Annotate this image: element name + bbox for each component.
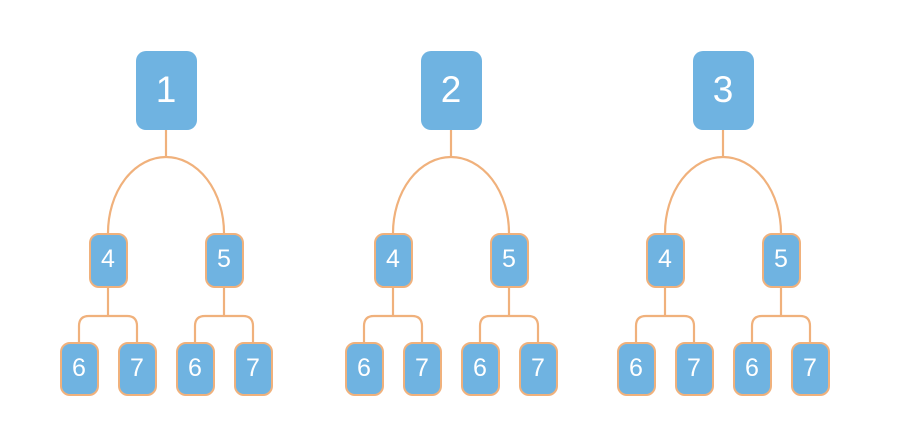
right-leaf-bracket xyxy=(478,314,540,342)
tree-3-leaf-2-node: 7 xyxy=(674,342,714,396)
tree-2-connectors xyxy=(362,130,540,342)
tree-2-leaf-1-node: 6 xyxy=(344,342,384,396)
left-leaf-bracket xyxy=(362,314,424,342)
node-label: 7 xyxy=(803,353,817,382)
node-label: 6 xyxy=(745,353,759,382)
tree-1-root-node: 1 xyxy=(135,51,197,130)
tree-3-branch-left-node: 4 xyxy=(645,233,685,288)
node-label: 2 xyxy=(440,69,462,110)
tree-1-connectors xyxy=(77,130,255,342)
node-label: 7 xyxy=(415,353,429,382)
tree-1-branch-left-node: 4 xyxy=(88,233,128,288)
tree-3-leaf-3-node: 6 xyxy=(732,342,772,396)
right-leaf-bracket xyxy=(750,314,812,342)
node-label: 4 xyxy=(658,245,672,273)
right-leaf-bracket xyxy=(193,314,255,342)
tree-2-branch-left-node: 4 xyxy=(373,233,413,288)
tree-1-branch-right-node: 5 xyxy=(204,233,244,288)
node-label: 7 xyxy=(687,353,701,382)
node-label: 7 xyxy=(130,353,144,382)
root-branch-arch xyxy=(106,155,226,234)
left-leaf-bracket xyxy=(77,314,139,342)
node-label: 5 xyxy=(774,245,788,273)
node-label: 5 xyxy=(217,245,231,273)
tree-3: 3 4 5 6 7 6 7 xyxy=(616,0,830,421)
tree-2-leaf-4-node: 7 xyxy=(518,342,558,396)
tree-1-leaf-3-node: 6 xyxy=(175,342,215,396)
tree-3-leaf-4-node: 7 xyxy=(790,342,830,396)
node-label: 4 xyxy=(101,245,115,273)
node-label: 6 xyxy=(188,353,202,382)
node-label: 6 xyxy=(629,353,643,382)
node-label: 6 xyxy=(473,353,487,382)
tree-3-root-node: 3 xyxy=(692,51,754,130)
tree-2-leaf-3-node: 6 xyxy=(460,342,500,396)
tree-3-branch-right-node: 5 xyxy=(761,233,801,288)
left-leaf-bracket xyxy=(634,314,696,342)
tree-3-leaf-1-node: 6 xyxy=(616,342,656,396)
tree-1-leaf-1-node: 6 xyxy=(59,342,99,396)
node-label: 1 xyxy=(155,69,177,110)
tree-2-root-node: 2 xyxy=(420,51,482,130)
tree-3-connectors xyxy=(634,130,812,342)
node-label: 6 xyxy=(72,353,86,382)
tree-1-leaf-2-node: 7 xyxy=(117,342,157,396)
tree-1-leaf-4-node: 7 xyxy=(233,342,273,396)
root-branch-arch xyxy=(663,155,783,234)
node-label: 4 xyxy=(386,245,400,273)
node-label: 3 xyxy=(712,69,734,110)
root-branch-arch xyxy=(391,155,511,234)
tree-1: 1 4 5 6 7 6 7 xyxy=(59,0,273,421)
node-label: 5 xyxy=(502,245,516,273)
tree-2: 2 4 5 6 7 6 7 xyxy=(344,0,558,421)
tree-2-leaf-2-node: 7 xyxy=(402,342,442,396)
node-label: 7 xyxy=(246,353,260,382)
tree-2-branch-right-node: 5 xyxy=(489,233,529,288)
node-label: 6 xyxy=(357,353,371,382)
node-label: 7 xyxy=(531,353,545,382)
